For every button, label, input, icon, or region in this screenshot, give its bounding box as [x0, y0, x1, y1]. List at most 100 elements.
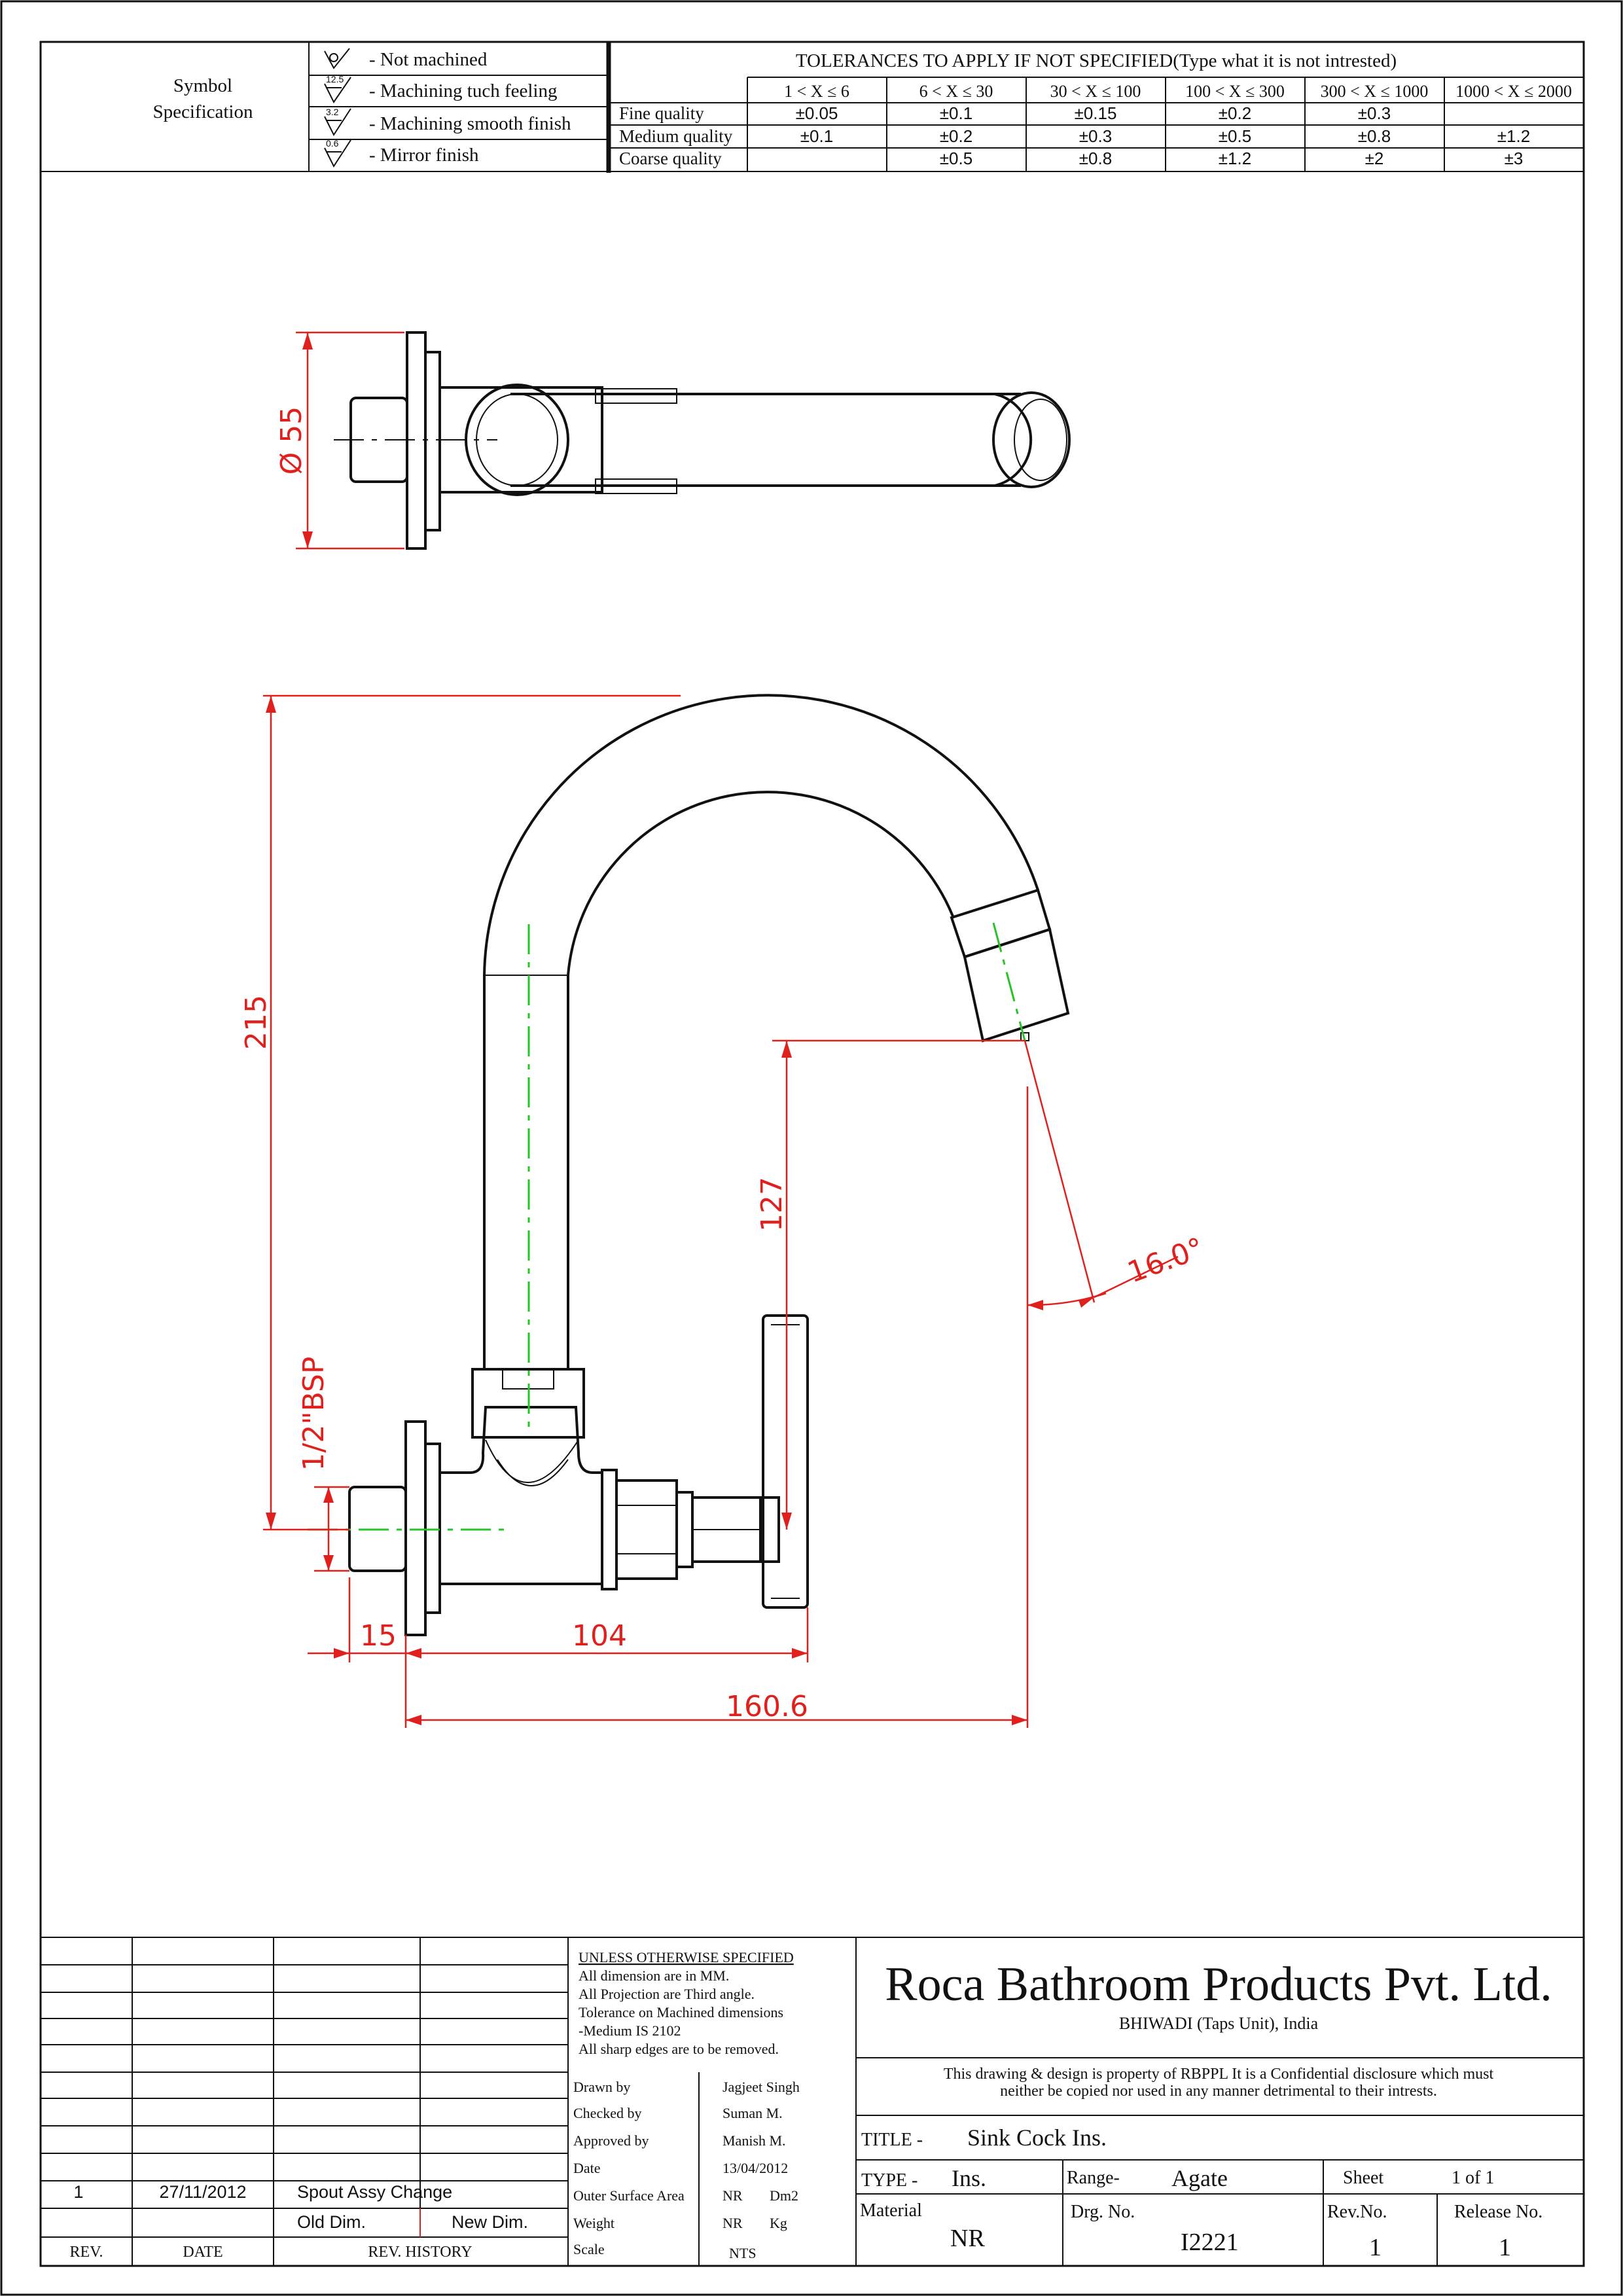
tolerance-cell: ±0.2 — [1219, 103, 1251, 123]
rev-value: 1 — [1369, 2234, 1382, 2261]
range-header: 1 < X ≤ 6 — [784, 82, 849, 101]
drawing-frame — [39, 41, 1585, 2267]
svg-text:12.5: 12.5 — [326, 74, 344, 84]
svg-text:3.2: 3.2 — [326, 107, 339, 117]
material-label: Material — [860, 2200, 922, 2221]
dimension-bsp: 1/2"BSP — [297, 1357, 349, 1572]
rev-history: Spout Assy Change — [297, 2182, 452, 2202]
company-unit: BHIWADI (Taps Unit), India — [1119, 2014, 1319, 2033]
field-value: NR — [722, 2215, 743, 2231]
range-header: 300 < X ≤ 1000 — [1321, 82, 1429, 101]
tolerance-cell: ±0.5 — [940, 149, 972, 168]
range-header: 6 < X ≤ 30 — [919, 82, 993, 101]
spec-header: Symbol Specification 12.5 3.2 0.6 - Not … — [41, 42, 1584, 173]
tolerance-cell: ±0.1 — [800, 126, 833, 146]
rev-date: 27/11/2012 — [159, 2182, 246, 2202]
sheet-value: 1 of 1 — [1452, 2168, 1494, 2188]
tolerance-cell: ±2 — [1365, 149, 1384, 168]
dimension-width-160-6: 160.6 — [406, 1690, 1027, 1725]
drg-label: Drg. No. — [1071, 2202, 1135, 2222]
front-view — [308, 694, 1070, 1636]
symbol-label-not-machined: - Not machined — [369, 49, 488, 70]
note-line: -Medium IS 2102 — [579, 2022, 681, 2039]
sheet-label: Sheet — [1343, 2168, 1383, 2188]
dim-label-127: 127 — [755, 1177, 789, 1232]
col-rev: REV. — [70, 2244, 103, 2261]
symbol-label-smooth-finish: - Machining smooth finish — [369, 113, 571, 134]
tolerance-cell: ±0.8 — [1079, 149, 1112, 168]
dimension-width-104: 104 — [406, 1607, 809, 1662]
range-header: 100 < X ≤ 300 — [1185, 82, 1285, 101]
svg-text:0.6: 0.6 — [326, 138, 339, 149]
top-view — [334, 331, 1071, 550]
tolerance-cell: ±0.5 — [1219, 126, 1251, 146]
title-block: 1 27/11/2012 Spout Assy Change Old Dim. … — [41, 1937, 1584, 2266]
field-value: NR — [722, 2187, 743, 2204]
quality-medium: Medium quality — [619, 126, 733, 146]
quality-fine: Fine quality — [619, 103, 704, 123]
field-value: 13/04/2012 — [722, 2160, 788, 2176]
not-machined-symbol-icon — [324, 48, 350, 69]
dim-label-bsp: 1/2"BSP — [297, 1357, 330, 1471]
drg-value: I2221 — [1181, 2229, 1239, 2256]
tolerance-cell: ±0.2 — [940, 126, 972, 146]
old-dim-label: Old Dim. — [297, 2212, 366, 2232]
symbol-heading-2: Specification — [152, 101, 253, 122]
tolerance-cell: ±1.2 — [1497, 126, 1530, 146]
quality-coarse: Coarse quality — [619, 149, 722, 168]
field-value: NTS — [729, 2245, 757, 2261]
tolerance-cell: ±3 — [1505, 149, 1524, 168]
note-line: All Projection are Third angle. — [579, 1986, 755, 2002]
range-label: Range- — [1067, 2168, 1120, 2188]
col-history: REV. HISTORY — [368, 2244, 472, 2261]
tolerance-cell: ±0.3 — [1079, 126, 1112, 146]
range-header: 1000 < X ≤ 2000 — [1455, 82, 1572, 101]
field-label: Drawn by — [573, 2079, 630, 2095]
field-unit: Dm2 — [770, 2187, 798, 2204]
dimension-width-15: 15 — [308, 1577, 421, 1728]
dimension-angle-16: 16.0° — [1024, 1040, 1208, 1728]
rev-label: Rev.No. — [1327, 2202, 1387, 2222]
note-line: All dimension are in MM. — [579, 1967, 729, 1984]
range-value: Agate — [1171, 2165, 1228, 2191]
field-label: Scale — [573, 2241, 605, 2257]
field-label: Checked by — [573, 2105, 641, 2121]
title-label: TITLE - — [861, 2130, 923, 2150]
field-label: Date — [573, 2160, 601, 2176]
release-value: 1 — [1499, 2234, 1511, 2261]
release-label: Release No. — [1454, 2202, 1543, 2222]
finish-0-6-symbol-icon: 0.6 — [324, 138, 351, 168]
disclaimer: neither be copied nor used in any manner… — [1000, 2083, 1437, 2100]
field-label: Approved by — [573, 2132, 649, 2149]
note-line: Tolerance on Machined dimensions — [579, 2004, 783, 2020]
type-value: Ins. — [952, 2165, 986, 2191]
tolerance-cell: ±1.2 — [1219, 149, 1251, 168]
title-value: Sink Cock Ins. — [967, 2125, 1107, 2151]
new-dim-label: New Dim. — [452, 2212, 528, 2232]
dimension-height-127: 127 — [755, 1039, 1025, 1530]
dim-label-15: 15 — [360, 1619, 397, 1653]
range-header: 30 < X ≤ 100 — [1050, 82, 1141, 101]
field-label: Outer Surface Area — [573, 2187, 685, 2204]
dim-label-215: 215 — [240, 995, 273, 1050]
tolerance-cell: ±0.05 — [796, 103, 838, 123]
dim-label-dia55: Ø 55 — [275, 406, 308, 475]
symbol-heading-1: Symbol — [173, 75, 232, 96]
dimension-diameter-55: Ø 55 — [275, 331, 404, 550]
disclaimer: This drawing & design is property of RBP… — [944, 2066, 1494, 2083]
material-value: NR — [950, 2225, 985, 2252]
tolerance-cell: ±0.1 — [940, 103, 972, 123]
dim-label-angle: 16.0° — [1123, 1231, 1208, 1289]
finish-3-2-symbol-icon: 3.2 — [324, 107, 351, 137]
symbol-label-mirror-finish: - Mirror finish — [369, 145, 479, 166]
col-date: DATE — [183, 2244, 223, 2261]
tolerance-cell: ±0.8 — [1358, 126, 1391, 146]
rev-number: 1 — [73, 2182, 83, 2202]
company-name: Roca Bathroom Products Pvt. Ltd. — [885, 1958, 1552, 2011]
type-label: TYPE - — [861, 2170, 918, 2191]
tolerance-cell: ±0.3 — [1358, 103, 1391, 123]
tolerance-cell: ±0.15 — [1075, 103, 1117, 123]
tolerance-title: TOLERANCES TO APPLY IF NOT SPECIFIED(Typ… — [796, 50, 1397, 71]
